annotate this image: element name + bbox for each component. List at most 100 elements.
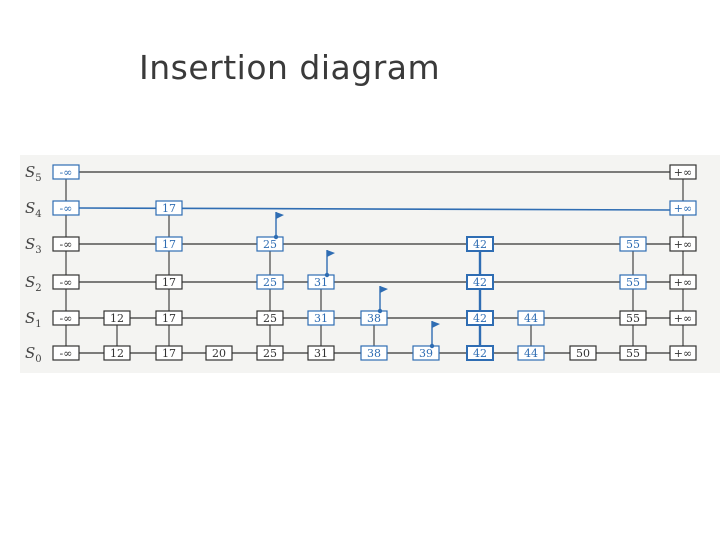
- node-rect: [619, 236, 647, 252]
- node-box: 55: [619, 310, 647, 326]
- node-box: +∞: [669, 236, 697, 252]
- flag-icon: [429, 321, 440, 349]
- node-box: 12: [103, 345, 131, 361]
- node-box: 17: [155, 274, 183, 290]
- node-key: +∞: [674, 276, 692, 289]
- level-label-s5: S5: [25, 163, 42, 184]
- node-key: 44: [524, 347, 538, 360]
- node-rect: [619, 310, 647, 326]
- node-box: 38: [360, 310, 388, 326]
- node-rect: [52, 274, 80, 290]
- node-key: 17: [162, 276, 176, 289]
- node-key: 17: [162, 347, 176, 360]
- node-rect: [52, 345, 80, 361]
- node-key: 25: [263, 347, 277, 360]
- node-key: -∞: [60, 347, 73, 360]
- node-box: 20: [205, 345, 233, 361]
- node-rect: [412, 345, 440, 361]
- node-box: 25: [256, 345, 284, 361]
- node-key: 25: [263, 238, 277, 251]
- node-rect: [466, 345, 494, 361]
- node-box: -∞: [52, 164, 80, 180]
- node-rect: [307, 310, 335, 326]
- node-box: -∞: [52, 200, 80, 216]
- node-key: +∞: [674, 312, 692, 325]
- node-box: +∞: [669, 200, 697, 216]
- node-box: 55: [619, 274, 647, 290]
- node-rect: [155, 236, 183, 252]
- flag-icon: [273, 212, 284, 240]
- node-rect: [360, 310, 388, 326]
- node-rect: [52, 310, 80, 326]
- node-key: -∞: [60, 202, 73, 215]
- node-rect: [669, 274, 697, 290]
- node-box: -∞: [52, 310, 80, 326]
- node-key: 50: [576, 347, 590, 360]
- flag-icon: [377, 286, 388, 314]
- node-box: 55: [619, 236, 647, 252]
- node-box: 42: [466, 345, 494, 361]
- node-rect: [307, 345, 335, 361]
- node-key: +∞: [674, 347, 692, 360]
- node-key: 12: [110, 312, 124, 325]
- node-box: 31: [307, 310, 335, 326]
- node-rect: [256, 274, 284, 290]
- flag-base: [273, 234, 279, 240]
- flag-pennant: [380, 286, 388, 293]
- node-rect: [52, 200, 80, 216]
- node-rect: [669, 310, 697, 326]
- node-box: 42: [466, 236, 494, 252]
- node-key: -∞: [60, 166, 73, 179]
- node-box: 17: [155, 236, 183, 252]
- flag-base: [324, 272, 330, 278]
- node-rect: [205, 345, 233, 361]
- slide-title: Insertion diagram: [139, 48, 441, 87]
- node-key: 42: [473, 276, 487, 289]
- node-box: 17: [155, 200, 183, 216]
- node-key: 25: [263, 276, 277, 289]
- node-box: 38: [360, 345, 388, 361]
- node-box: 39: [412, 345, 440, 361]
- node-rect: [155, 345, 183, 361]
- flag-pennant: [432, 321, 440, 328]
- node-box: +∞: [669, 345, 697, 361]
- node-key: 44: [524, 312, 538, 325]
- node-box: 17: [155, 345, 183, 361]
- node-key: 38: [367, 312, 381, 325]
- node-box: 42: [466, 310, 494, 326]
- node-box: 50: [569, 345, 597, 361]
- node-rect: [256, 310, 284, 326]
- node-key: 25: [263, 312, 277, 325]
- node-rect: [569, 345, 597, 361]
- node-box: 25: [256, 274, 284, 290]
- scan-background: [20, 155, 720, 373]
- node-key: 38: [367, 347, 381, 360]
- node-key: 42: [473, 238, 487, 251]
- node-box: 44: [517, 310, 545, 326]
- node-rect: [307, 274, 335, 290]
- level-label-s0: S0: [25, 344, 42, 365]
- node-rect: [103, 345, 131, 361]
- node-key: 31: [314, 276, 328, 289]
- level-label-s3: S3: [25, 235, 42, 256]
- node-key: +∞: [674, 238, 692, 251]
- flag-pennant: [276, 212, 284, 219]
- node-rect: [52, 236, 80, 252]
- flag-pennant: [327, 250, 335, 257]
- node-rect: [103, 310, 131, 326]
- node-rect: [669, 200, 697, 216]
- node-box: 25: [256, 310, 284, 326]
- node-box: 42: [466, 274, 494, 290]
- node-rect: [466, 236, 494, 252]
- node-rect: [155, 200, 183, 216]
- node-box: 25: [256, 236, 284, 252]
- node-box: +∞: [669, 164, 697, 180]
- node-key: 42: [473, 347, 487, 360]
- node-key: -∞: [60, 312, 73, 325]
- node-rect: [669, 345, 697, 361]
- node-box: -∞: [52, 345, 80, 361]
- node-key: 31: [314, 347, 328, 360]
- node-rect: [669, 164, 697, 180]
